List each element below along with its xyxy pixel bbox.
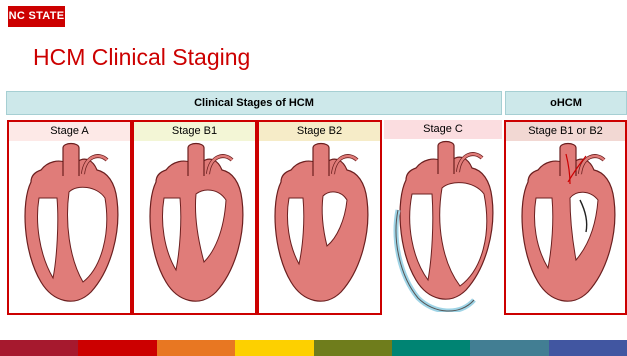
footer-stripe <box>314 340 392 356</box>
ohcm-stage-label: Stage B1 or B2 <box>506 122 625 141</box>
heart-severe-hypertrophy-illustration <box>259 142 380 314</box>
footer-stripe <box>157 340 235 356</box>
nc-state-logo: NC STATE <box>8 6 65 27</box>
footer-stripe <box>78 340 156 356</box>
heart-normal-illustration <box>9 142 130 314</box>
heart-obstructive-illustration <box>506 142 625 314</box>
footer-stripe <box>470 340 548 356</box>
footer-stripe <box>0 340 78 356</box>
stage-c-label: Stage C <box>384 120 502 139</box>
stage-b1-label: Stage B1 <box>134 122 255 141</box>
footer-color-bar <box>0 340 627 356</box>
stage-b2-panel: Stage B2 <box>257 120 382 315</box>
stage-a-panel: Stage A <box>7 120 132 315</box>
ohcm-header: oHCM <box>505 91 627 115</box>
footer-stripe <box>392 340 470 356</box>
footer-stripe <box>235 340 313 356</box>
heart-mild-hypertrophy-illustration <box>134 142 255 314</box>
page-title: HCM Clinical Staging <box>33 44 250 71</box>
ohcm-panel: Stage B1 or B2 <box>504 120 627 315</box>
stage-a-label: Stage A <box>9 122 130 141</box>
footer-stripe <box>549 340 627 356</box>
clinical-stages-header: Clinical Stages of HCM <box>6 91 502 115</box>
stage-b2-label: Stage B2 <box>259 122 380 141</box>
stage-b1-panel: Stage B1 <box>132 120 257 315</box>
stage-c-panel: Stage C <box>384 120 502 315</box>
heart-failure-illustration <box>384 140 502 312</box>
